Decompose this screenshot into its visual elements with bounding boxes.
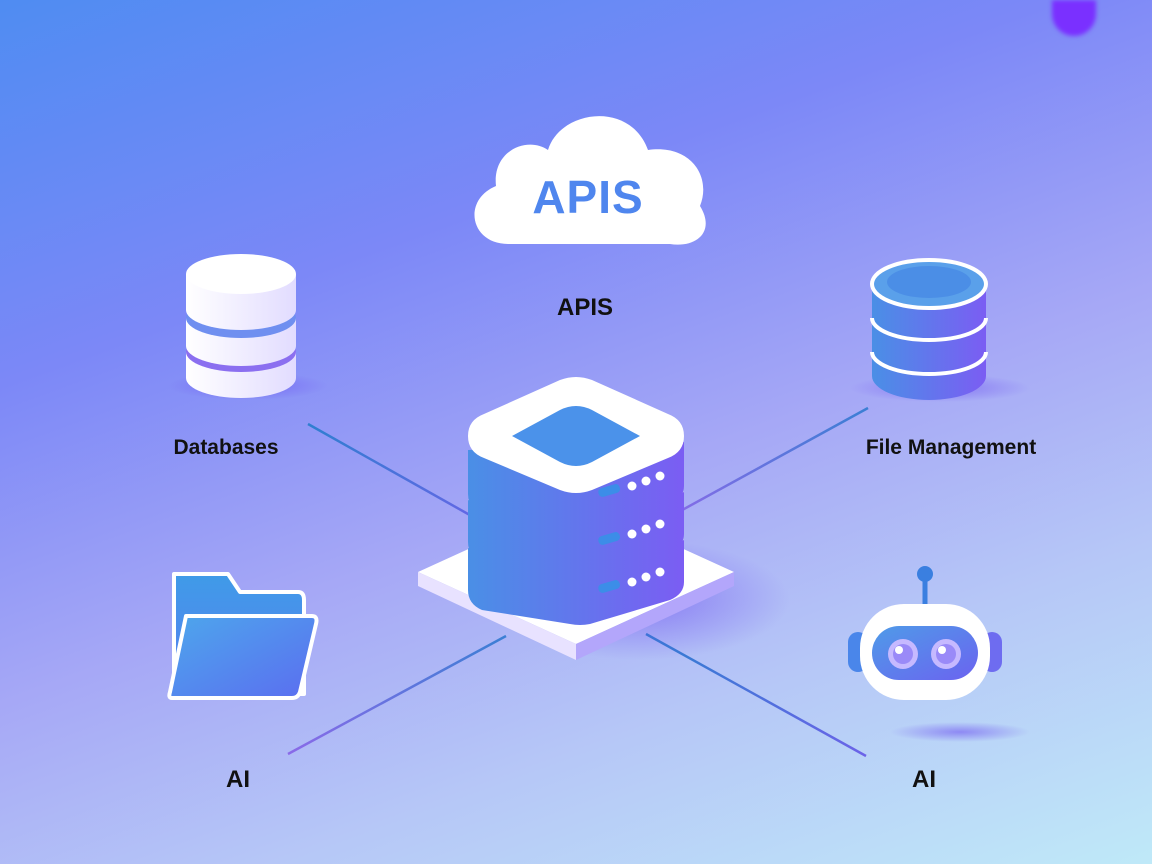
cloud-label: APIS bbox=[532, 171, 644, 223]
line-file-management bbox=[663, 406, 869, 522]
cloud-icon bbox=[474, 116, 706, 245]
label-ai-left: AI bbox=[226, 766, 250, 793]
folder-icon bbox=[167, 572, 319, 700]
server-tier-top bbox=[468, 377, 684, 529]
label-databases: Databases bbox=[173, 436, 279, 459]
central-server-icon bbox=[418, 377, 790, 660]
label-ai-right: AI bbox=[912, 766, 936, 793]
file-storage-icon bbox=[850, 258, 1030, 402]
line-ai-left bbox=[287, 634, 507, 756]
label-apis: APIS bbox=[556, 294, 614, 321]
robot-icon bbox=[848, 566, 1030, 742]
label-file-management: File Management bbox=[865, 436, 1037, 459]
corner-glow-dot bbox=[1052, 0, 1096, 36]
database-icon bbox=[168, 254, 328, 400]
